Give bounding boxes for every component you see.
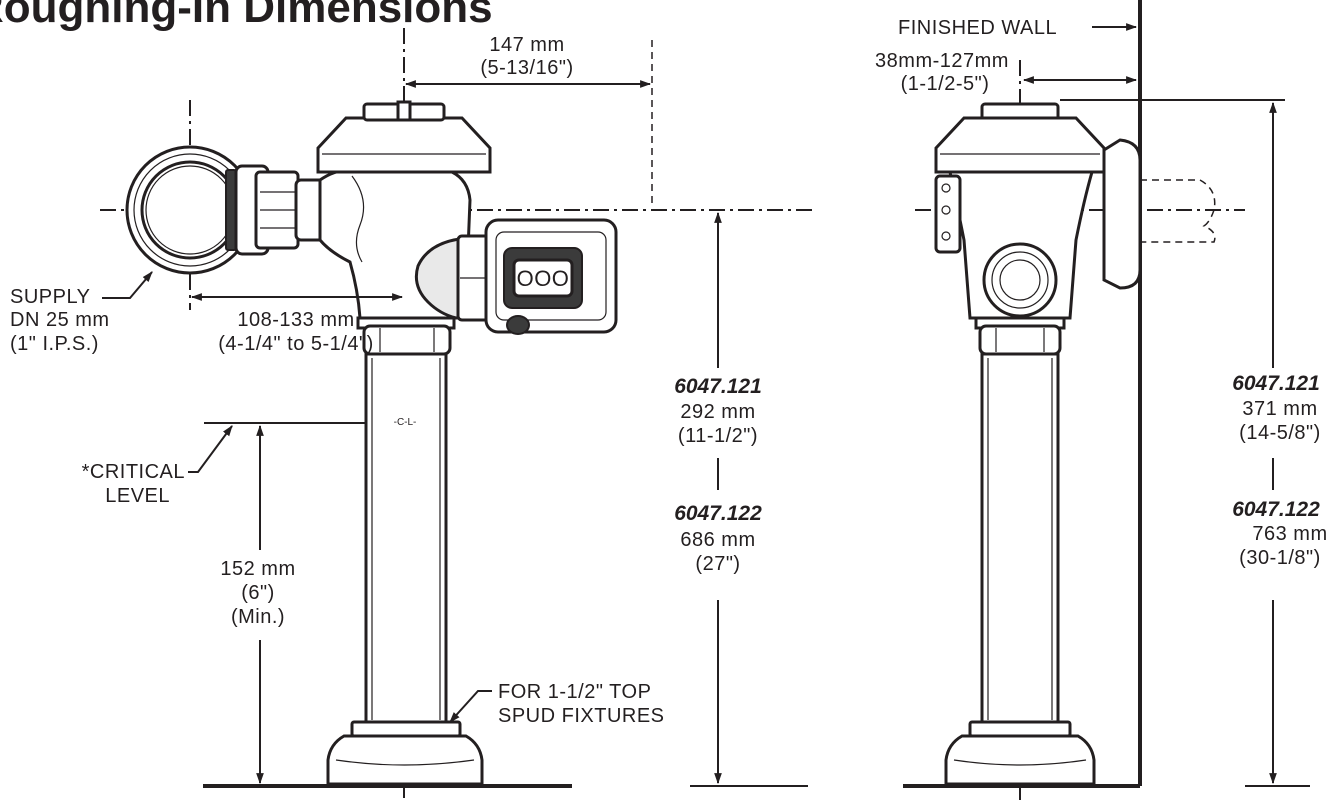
side-model-b: 6047.122 bbox=[1232, 498, 1320, 521]
wall-dim-in: (1-1/2-5") bbox=[901, 73, 990, 95]
centerline-mark: -C-L- bbox=[394, 417, 417, 428]
riser-tube: -C-L- bbox=[364, 352, 448, 726]
page-title: Roughing-In Dimensions bbox=[0, 0, 493, 32]
supply-label: SUPPLY bbox=[10, 286, 90, 308]
side-model-b-in: (30-1/8") bbox=[1239, 547, 1321, 569]
supply-pipe bbox=[125, 145, 255, 275]
wall-dim-mm: 38mm-127mm bbox=[875, 50, 1009, 72]
side-model-a: 6047.121 bbox=[1232, 372, 1320, 395]
critical-level-label-2: LEVEL bbox=[105, 485, 170, 507]
side-model-a-in: (14-5/8") bbox=[1239, 422, 1321, 444]
concealed-supply-pipe bbox=[1140, 179, 1216, 243]
front-model-a-in: (11-1/2") bbox=[678, 425, 758, 447]
front-model-b-in: (27") bbox=[695, 553, 740, 575]
spud-note-line-2: SPUD FIXTURES bbox=[498, 705, 665, 727]
side-flushometer bbox=[934, 102, 1216, 786]
front-model-b: 6047.122 bbox=[674, 502, 762, 525]
side-model-a-mm: 371 mm bbox=[1242, 398, 1317, 420]
side-model-b-mm: 763 mm bbox=[1252, 523, 1327, 545]
front-view: OOO -C-L- 147 mm (5-13/16") SUPPLY DN 25… bbox=[10, 28, 815, 800]
override-button-label: OOO bbox=[517, 266, 570, 291]
side-view: FINISHED WALL 38mm-127mm (1-1/2-5") 6047… bbox=[875, 0, 1327, 800]
spud-coupling bbox=[326, 720, 484, 786]
supply-leader bbox=[102, 271, 153, 299]
finished-wall-label: FINISHED WALL bbox=[898, 17, 1057, 39]
front-model-b-mm: 686 mm bbox=[680, 529, 755, 551]
supply-coupling bbox=[234, 164, 330, 256]
supply-size-mm: DN 25 mm bbox=[10, 309, 110, 331]
front-model-a-mm: 292 mm bbox=[680, 401, 755, 423]
spud-note-leader bbox=[449, 690, 492, 723]
dim-108-133-mm: 108-133 mm bbox=[237, 309, 354, 331]
dim-152-in: (6") bbox=[241, 582, 275, 604]
dim-147-mm: 147 mm bbox=[489, 34, 564, 56]
supply-size-in: (1" I.P.S.) bbox=[10, 333, 99, 355]
critical-level-label-1: *CRITICAL bbox=[82, 461, 185, 483]
dim-152-mm: 152 mm bbox=[220, 558, 295, 580]
spud-note-line-1: FOR 1-1/2" TOP bbox=[498, 681, 651, 703]
dim-152-min: (Min.) bbox=[231, 606, 285, 628]
critical-level-leader bbox=[188, 425, 233, 473]
sensor-module: OOO bbox=[456, 218, 618, 335]
dim-108-133-in: (4-1/4" to 5-1/4") bbox=[218, 333, 373, 355]
dim-147-in: (5-13/16") bbox=[480, 57, 573, 79]
front-model-a: 6047.121 bbox=[674, 375, 762, 398]
